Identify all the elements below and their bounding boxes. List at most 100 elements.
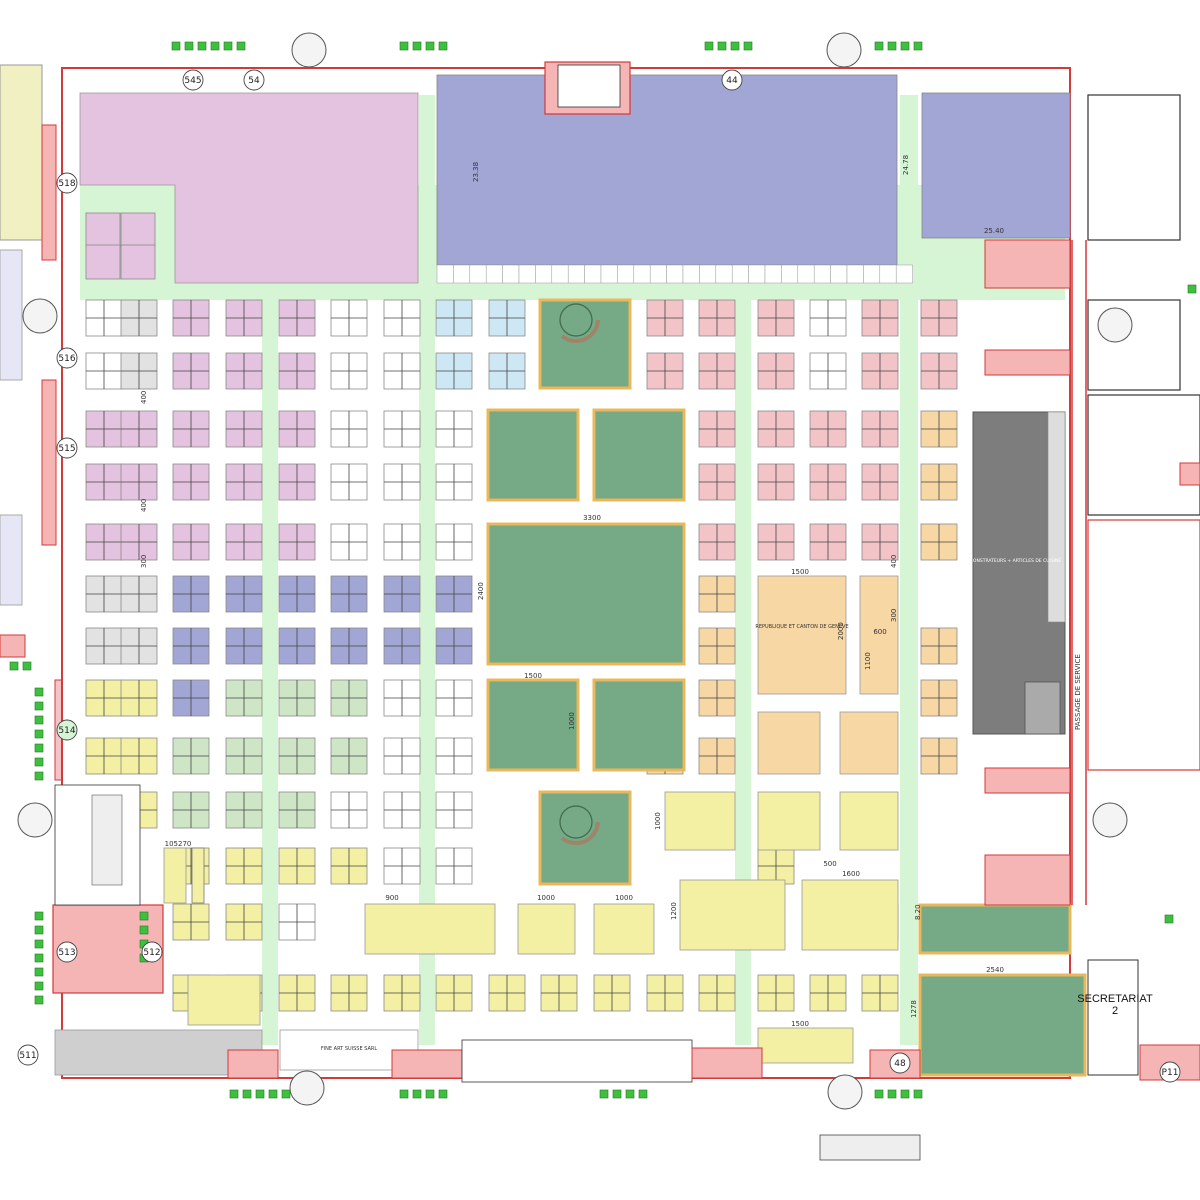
exit-badge: 512 [141, 941, 163, 963]
booth [757, 352, 795, 390]
emergency-exit-icon [730, 41, 740, 51]
booth [225, 903, 263, 941]
booth [435, 410, 473, 448]
booth [172, 410, 210, 448]
booth [383, 523, 421, 561]
booth [330, 299, 368, 337]
booth [85, 299, 123, 337]
emergency-exit-icon [438, 41, 448, 51]
booth [698, 737, 736, 775]
dim-label: 300 [890, 609, 898, 622]
booth [383, 410, 421, 448]
emergency-exit-icon [743, 41, 753, 51]
booth [757, 974, 795, 1012]
exit-number: 545 [184, 76, 201, 86]
booth [278, 463, 316, 501]
booth [809, 410, 847, 448]
stall [895, 264, 913, 284]
stall [453, 264, 471, 284]
emergency-exit-icon [900, 1089, 910, 1099]
exit-badge: 545 [182, 69, 204, 91]
stall [436, 264, 454, 284]
exit-number: 516 [58, 354, 75, 364]
exit-badge: 516 [56, 347, 78, 369]
booth [757, 410, 795, 448]
emergency-exit-icon [34, 967, 44, 977]
dim-label: 1500 [791, 1020, 809, 1028]
booth [920, 679, 958, 717]
booth [172, 575, 210, 613]
booth [225, 463, 263, 501]
booth [435, 299, 473, 337]
stall [469, 264, 487, 284]
emergency-exit-icon [34, 925, 44, 935]
booth [330, 410, 368, 448]
dim-label: 8.20 [914, 904, 922, 920]
booth [920, 352, 958, 390]
dimension-labels: 3300 2400 1500 1500 1500 1000 1000 1000 … [140, 155, 1004, 1028]
emergency-exit-icon [887, 1089, 897, 1099]
booth [383, 575, 421, 613]
blue-zone-east [921, 92, 1071, 239]
booth [120, 737, 158, 775]
side-text: PASSAGE DE SERVICE [1074, 654, 1082, 730]
booth [330, 463, 368, 501]
label-secretariat: SECRETARIAT [1077, 993, 1153, 1005]
emergency-exit-icon [34, 701, 44, 711]
emergency-exit-icon [281, 1089, 291, 1099]
booth [593, 974, 631, 1012]
emergency-exit-icon [268, 1089, 278, 1099]
label-secretariat-number: 2 [1112, 1005, 1118, 1017]
dim-label: 2400 [477, 582, 485, 600]
emergency-exit-icon [638, 1089, 648, 1099]
stall [781, 264, 799, 284]
booth [809, 299, 847, 337]
booth [698, 523, 736, 561]
stall [682, 264, 700, 284]
booth [861, 352, 899, 390]
booth [861, 463, 899, 501]
dim-label: 300 [140, 555, 148, 568]
booth [861, 410, 899, 448]
exit-number: 48 [894, 1059, 906, 1069]
pink-zone [79, 92, 419, 284]
booth [920, 299, 958, 337]
stall [584, 264, 602, 284]
label-kitchen: DEMONSTRATEURS + ARTICLES DE CUISINE [963, 558, 1062, 564]
exit-badge: 54 [243, 69, 265, 91]
dim-label: 24.78 [902, 155, 910, 175]
stall [633, 264, 651, 284]
dim-label: 900 [385, 894, 398, 902]
stall [485, 264, 503, 284]
emergency-exit-icon [874, 41, 884, 51]
dim-label: 1500 [791, 568, 809, 576]
booth [646, 974, 684, 1012]
booth [278, 737, 316, 775]
emergency-exit-icon [229, 1089, 239, 1099]
booth [172, 299, 210, 337]
booth [85, 410, 123, 448]
booth [330, 847, 368, 885]
emergency-exit-icon [425, 1089, 435, 1099]
booth [278, 352, 316, 390]
booth [120, 679, 158, 717]
booth [383, 737, 421, 775]
dim-label: 1278 [910, 1000, 918, 1018]
booth [920, 410, 958, 448]
exit-badge: 515 [56, 437, 78, 459]
dim-label: 2000 [837, 622, 845, 640]
emergency-exit-icon [34, 715, 44, 725]
emergency-exit-icon [139, 911, 149, 921]
booth [225, 352, 263, 390]
booth [540, 974, 578, 1012]
emergency-exit-icon [612, 1089, 622, 1099]
stall [813, 264, 831, 284]
booth [646, 352, 684, 390]
booth [698, 627, 736, 665]
emergency-exit-icon [874, 1089, 884, 1099]
booth [646, 299, 684, 337]
booth [809, 974, 847, 1012]
booth [330, 352, 368, 390]
emergency-exit-icon [704, 41, 714, 51]
